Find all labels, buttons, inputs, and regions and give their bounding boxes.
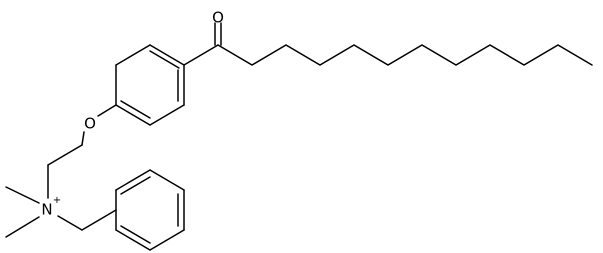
bond <box>149 104 185 126</box>
carbonyl-oxygen-label: O <box>212 9 224 27</box>
bond <box>57 215 83 231</box>
bond <box>81 209 117 231</box>
bond <box>5 216 40 238</box>
bond <box>120 225 151 244</box>
bond <box>149 229 185 251</box>
bond <box>47 144 83 166</box>
bond <box>120 100 151 119</box>
bond <box>149 44 185 66</box>
bond <box>183 44 219 66</box>
bond <box>97 104 117 117</box>
bonds <box>5 22 593 251</box>
bond <box>5 186 40 204</box>
bond <box>149 50 180 69</box>
bond <box>115 104 151 126</box>
nitrogen-label: N <box>41 201 52 219</box>
bond <box>115 229 151 251</box>
bond <box>120 176 151 195</box>
bond <box>115 44 151 66</box>
bond <box>81 131 85 146</box>
bond <box>149 169 185 191</box>
ether-oxygen-label: O <box>84 115 96 133</box>
nitrogen-charge-label: + <box>53 195 61 206</box>
atom-labels: O O N + <box>41 9 224 219</box>
alkyl-chain <box>217 44 593 66</box>
bond <box>115 169 151 191</box>
